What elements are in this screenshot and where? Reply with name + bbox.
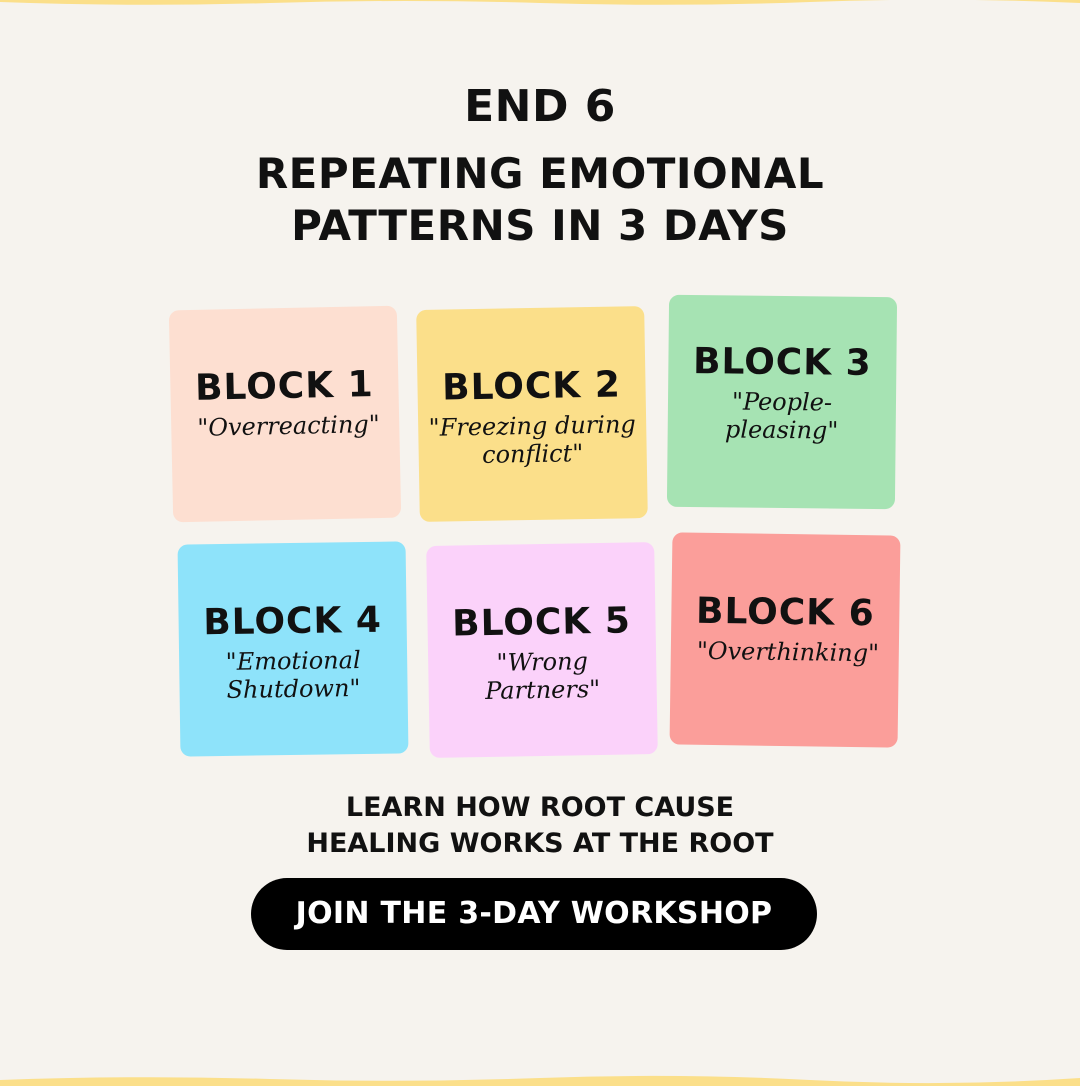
- header-title: END 6: [464, 81, 616, 132]
- block-quote: "Freezing during conflict": [428, 410, 637, 469]
- block-card-6: BLOCK 6 "Overthinking": [669, 532, 901, 748]
- join-workshop-button[interactable]: JOIN THE 3-DAY WORKSHOP: [251, 878, 817, 950]
- block-title: BLOCK 2: [441, 364, 622, 409]
- header-subtitle-line2: PATTERNS IN 3 DAYS: [291, 201, 789, 250]
- cta-text: LEARN HOW ROOT CAUSE HEALING WORKS AT TH…: [0, 790, 1080, 862]
- block-card-5: BLOCK 5 "Wrong Partners": [426, 542, 658, 758]
- cta-text-line1: LEARN HOW ROOT CAUSE: [345, 792, 735, 823]
- block-card-1: BLOCK 1 "Overreacting": [168, 305, 402, 523]
- block-title: BLOCK 1: [194, 364, 375, 409]
- block-quote: "People-pleasing": [724, 387, 839, 445]
- bottom-wave-decoration: [0, 1075, 1080, 1086]
- block-quote: "Wrong Partners": [484, 647, 601, 705]
- block-card-3: BLOCK 3 "People-pleasing": [666, 294, 898, 510]
- block-quote: "Emotional Shutdown": [225, 646, 361, 704]
- block-card-2: BLOCK 2 "Freezing during conflict": [416, 306, 648, 522]
- cta-text-line2: HEALING WORKS AT THE ROOT: [306, 828, 774, 859]
- top-wave-decoration: [0, 0, 1080, 5]
- block-title: BLOCK 3: [692, 341, 872, 384]
- header-subtitle: REPEATING EMOTIONAL PATTERNS IN 3 DAYS: [0, 148, 1080, 252]
- header-subtitle-line1: REPEATING EMOTIONAL: [255, 149, 825, 198]
- block-title: BLOCK 4: [203, 599, 383, 644]
- block-title: BLOCK 6: [695, 590, 875, 635]
- bottom-wave-path: [0, 1075, 1080, 1086]
- top-wave-path: [0, 0, 1080, 5]
- block-card-4: BLOCK 4 "Emotional Shutdown": [177, 541, 409, 757]
- block-quote: "Overreacting": [196, 410, 381, 442]
- block-title: BLOCK 5: [451, 600, 632, 645]
- block-quote: "Overthinking": [696, 636, 880, 668]
